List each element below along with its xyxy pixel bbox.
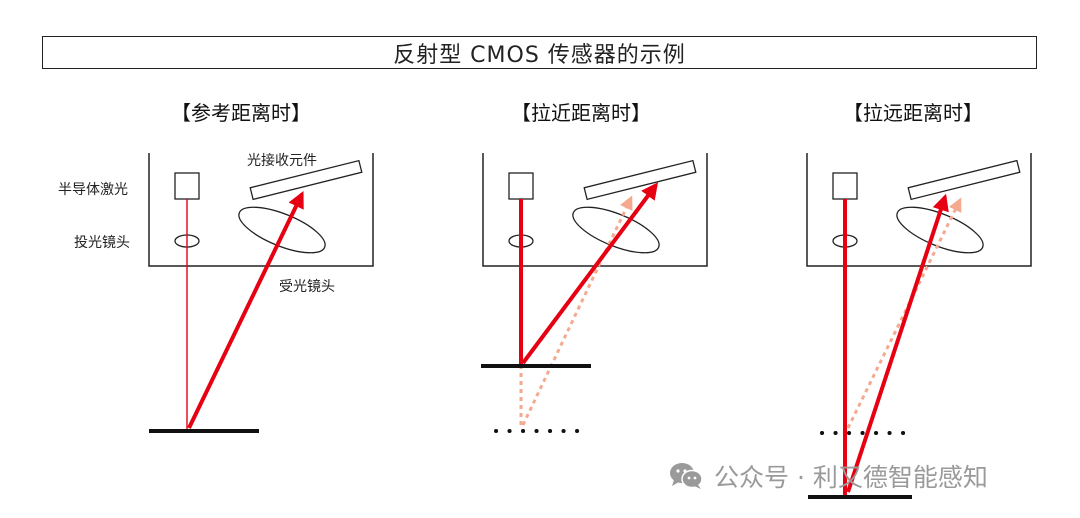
light-receiving-element — [907, 159, 1021, 201]
panel-heading-closer: 【拉近距离时】 — [511, 101, 651, 125]
light-receiving-element — [583, 159, 697, 201]
light-receiving-element — [249, 159, 363, 201]
wechat-icon — [670, 463, 703, 489]
panel-heading-farther: 【拉远距离时】 — [843, 101, 983, 125]
panel-reference — [148, 153, 374, 433]
panel-heading-reference: 【参考距离时】 — [171, 101, 311, 125]
sensor-housing — [148, 153, 374, 267]
watermark-text: 公众号 · 利又德智能感知 — [714, 463, 988, 492]
sensor-housing — [806, 153, 1032, 267]
label-projector-lens: 投光镜头 — [74, 235, 130, 251]
panel-closer — [481, 153, 708, 433]
reference-reflected-beam — [846, 197, 962, 429]
label-light-receiver: 光接收元件 — [247, 153, 317, 169]
receiver-lens — [238, 206, 326, 254]
reflected-beam — [846, 193, 949, 493]
wechat-watermark: 公众号 · 利又德智能感知 — [668, 458, 988, 494]
label-semiconductor-laser: 半导体激光 — [58, 182, 128, 198]
receiver-lens — [896, 206, 984, 254]
label-receiver-lens: 受光镜头 — [279, 279, 335, 295]
laser-source — [832, 172, 858, 200]
reference-reflected-beam — [521, 195, 633, 426]
laser-source — [508, 172, 534, 200]
panel-farther — [806, 153, 1032, 499]
reflected-beam — [521, 182, 659, 365]
laser-source — [174, 172, 200, 200]
diagram-title: 反射型 CMOS 传感器的示例 — [42, 36, 1037, 69]
reflected-beam — [187, 190, 304, 429]
